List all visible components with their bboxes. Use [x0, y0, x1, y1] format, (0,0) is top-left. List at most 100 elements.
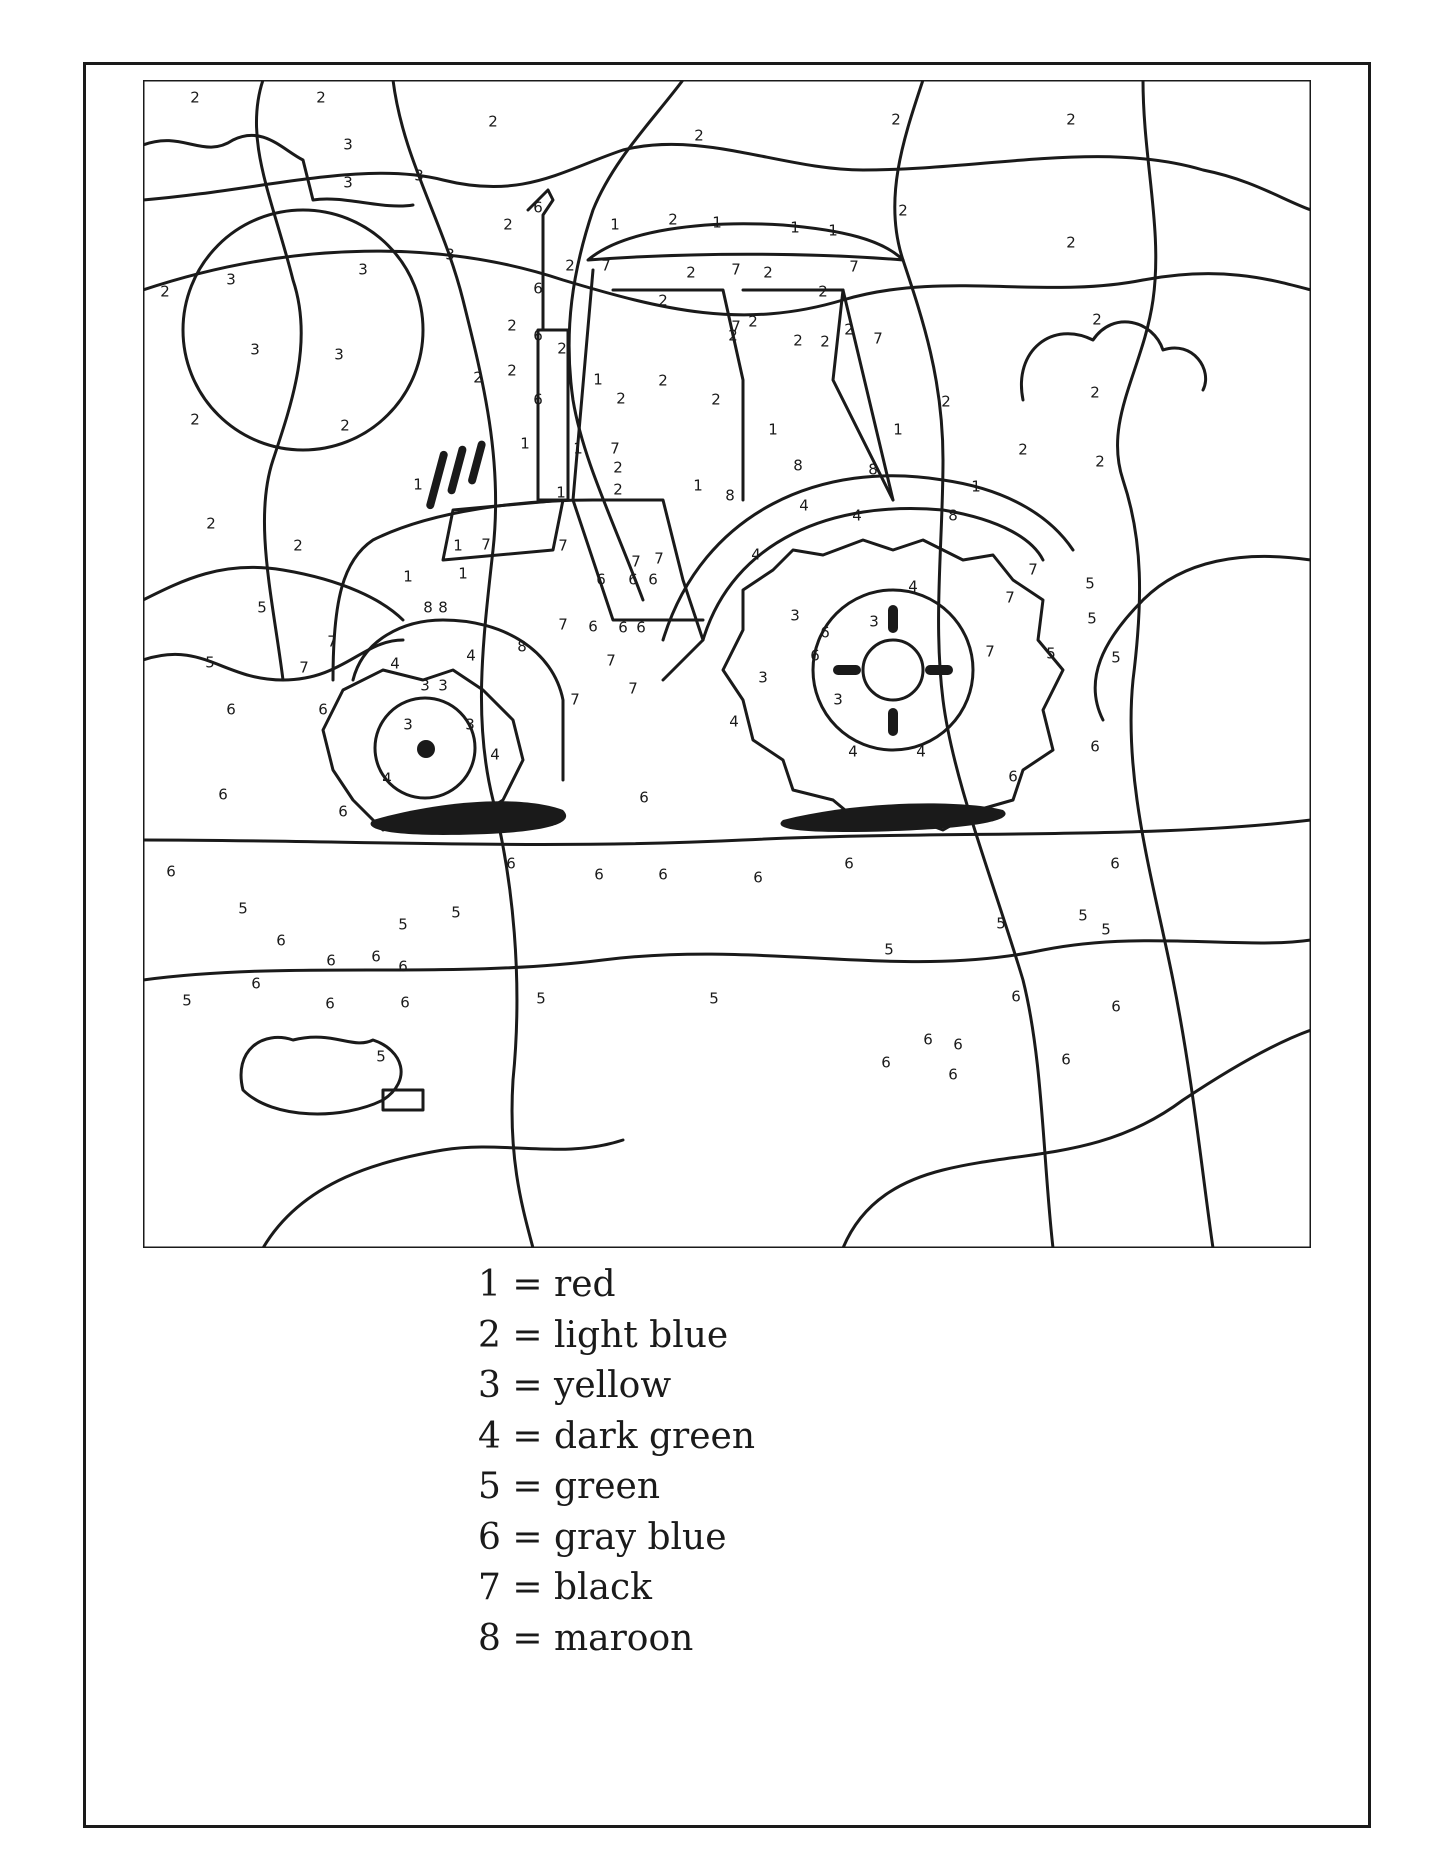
region-number: 7	[985, 643, 995, 661]
region-number: 5	[1111, 649, 1121, 667]
region-number: 6	[639, 789, 649, 807]
region-number: 5	[376, 1048, 386, 1066]
region-number: 2	[711, 391, 721, 409]
region-number: 1	[520, 435, 530, 453]
region-number: 6	[1008, 768, 1018, 786]
region-number: 4	[466, 647, 476, 665]
region-number: 2	[316, 89, 326, 107]
region-number: 5	[884, 941, 894, 959]
region-number: 8	[793, 457, 803, 475]
region-number: 6	[648, 571, 658, 589]
legend-item: 1 = red	[478, 1264, 616, 1305]
region-number: 6	[325, 995, 335, 1013]
region-number: 4	[751, 546, 761, 564]
region-number: 7	[610, 440, 620, 458]
region-number: 4	[490, 746, 500, 764]
region-number: 4	[799, 497, 809, 515]
region-number: 5	[1046, 645, 1056, 663]
region-number: 2	[190, 89, 200, 107]
region-number: 2	[613, 459, 623, 477]
legend-item: 4 = dark green	[478, 1415, 756, 1457]
region-number: 6	[588, 618, 598, 636]
region-number: 5	[1085, 575, 1095, 593]
region-number: 1	[790, 219, 800, 237]
region-number: 6	[1011, 988, 1021, 1006]
region-number: 2	[1066, 111, 1076, 129]
region-number: 5	[182, 992, 192, 1010]
region-number: 3	[414, 167, 424, 185]
region-number: 2	[488, 113, 498, 131]
region-number: 7	[558, 616, 568, 634]
region-number: 6	[218, 786, 228, 804]
region-number: 7	[570, 691, 580, 709]
region-number: 7	[731, 261, 741, 279]
region-number: 2	[473, 369, 483, 387]
region-number: 7	[873, 330, 883, 348]
region-number: 7	[849, 258, 859, 276]
region-number: 4	[382, 770, 392, 788]
region-number: 4	[848, 743, 858, 761]
region-number: 6	[506, 855, 516, 873]
region-number: 7	[481, 536, 491, 554]
front-wheel-hub	[417, 740, 435, 758]
region-number: 2	[1095, 453, 1105, 471]
region-number: 2	[340, 417, 350, 435]
region-number: 1	[556, 484, 566, 502]
region-number: 7	[654, 550, 664, 568]
page-frame	[83, 62, 1371, 1828]
region-number: 8	[868, 461, 878, 479]
region-number: 6	[166, 863, 176, 881]
region-number: 1	[971, 478, 981, 496]
region-number: 2	[1018, 441, 1028, 459]
region-number: 1	[610, 216, 620, 234]
region-number: 6	[226, 701, 236, 719]
region-number: 3	[226, 271, 236, 289]
legend-item: 2 = light blue	[478, 1314, 729, 1356]
region-number: 6	[400, 994, 410, 1012]
color-key: 1 = red 2 = light blue 3 = yellow 4 = da…	[478, 1260, 998, 1664]
front-wheel-shadow	[370, 801, 567, 835]
region-number: 1	[593, 371, 603, 389]
region-number: 6	[371, 948, 381, 966]
region-number: 1	[453, 537, 463, 555]
region-number: 2	[763, 264, 773, 282]
region-number: 3	[758, 669, 768, 687]
region-number: 6	[594, 866, 604, 884]
region-number: 5	[536, 990, 546, 1008]
region-number: 6	[318, 701, 328, 719]
region-number: 6	[338, 803, 348, 821]
region-number: 2	[844, 321, 854, 339]
region-number: 2	[507, 362, 517, 380]
rear-wheel-shadow	[780, 803, 1006, 832]
region-number: 2	[206, 515, 216, 533]
region-number: 2	[728, 327, 738, 345]
region-number: 6	[251, 975, 261, 993]
legend-item: 3 = yellow	[478, 1365, 672, 1406]
region-number: 2	[613, 481, 623, 499]
region-number: 2	[293, 537, 303, 555]
region-number: 3	[420, 677, 430, 695]
region-number: 6	[276, 932, 286, 950]
region-number: 2	[891, 111, 901, 129]
region-number: 6	[326, 952, 336, 970]
region-number: 2	[1066, 234, 1076, 252]
region-number: 5	[1087, 610, 1097, 628]
region-number: 7	[1005, 589, 1015, 607]
region-number: 3	[438, 677, 448, 695]
region-number: 2	[941, 393, 951, 411]
region-number: 3	[403, 716, 413, 734]
region-number: 5	[238, 900, 248, 918]
region-number: 2	[190, 411, 200, 429]
region-number: 5	[1078, 907, 1088, 925]
region-number: 3	[790, 607, 800, 625]
region-number: 8	[517, 638, 527, 656]
region-number: 2	[668, 211, 678, 229]
region-number: 7	[299, 659, 309, 677]
region-number: 8	[438, 599, 448, 617]
region-number: 5	[398, 916, 408, 934]
region-number: 3	[833, 691, 843, 709]
region-number: 2	[748, 313, 758, 331]
region-number: 6	[753, 869, 763, 887]
